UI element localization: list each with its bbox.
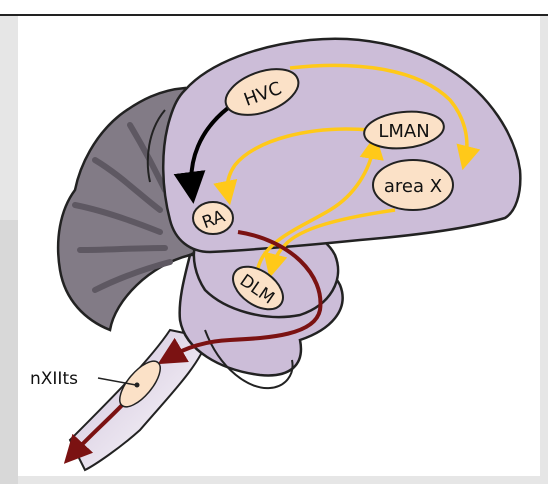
nucleus-ra: RA	[193, 202, 233, 234]
lman-label: LMAN	[378, 121, 429, 142]
nxiits-leader-dot	[135, 383, 140, 388]
nucleus-area-x: area X	[373, 160, 453, 210]
nxiits-label: nXIIts	[30, 369, 78, 389]
area-x-label: area X	[384, 176, 442, 197]
